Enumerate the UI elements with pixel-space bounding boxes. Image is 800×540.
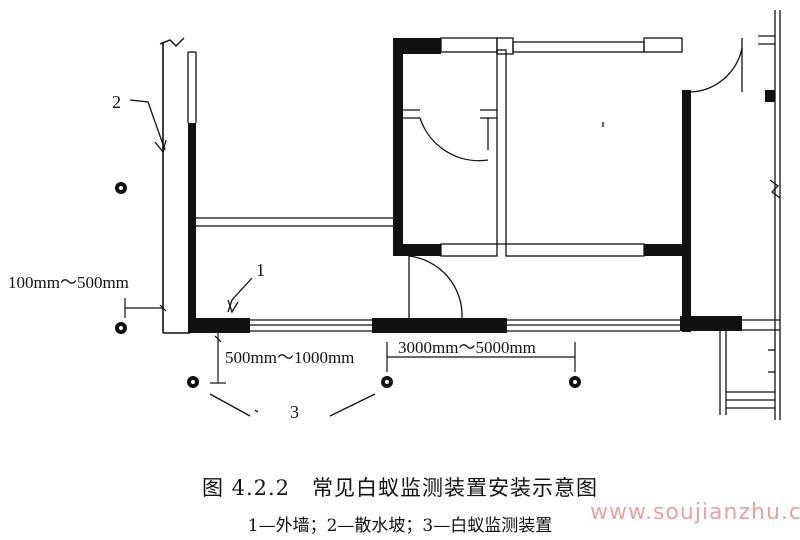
watermark: www.soujianzhu.cn: [590, 500, 800, 525]
label-3: 3: [290, 402, 299, 422]
figure-number: 图 4.2.2: [201, 476, 291, 500]
dimension-lines: [124, 298, 576, 384]
dim-slope-width: 100mm～500mm: [8, 273, 129, 292]
dim-spacing: 3000mm～5000mm: [398, 338, 536, 357]
leader-lines: [129, 99, 376, 417]
label-2: 2: [112, 92, 121, 112]
label-1: 1: [256, 260, 265, 280]
dim-wall-offset: 500mm～1000mm: [225, 348, 354, 367]
monitor-device: [115, 182, 127, 194]
floor-plan-diagram: 2 1 3 100mm～500mm 500mm～1000mm 3000mm～50…: [8, 10, 781, 422]
termite-monitor-devices: [115, 182, 581, 388]
monitor-device: [569, 376, 581, 388]
monitor-device: [187, 376, 199, 388]
monitor-device: [115, 322, 127, 334]
figure-title: 常见白蚁监测装置安装示意图: [312, 476, 599, 500]
apron-outline: [159, 37, 190, 334]
exterior-wall: [188, 38, 775, 333]
thin-walls: [187, 10, 781, 420]
monitor-device: [381, 376, 393, 388]
figure-legend: 1—外墙；2—散水坡；3—白蚁监测装置: [247, 516, 553, 536]
figure-caption: 图 4.2.2 常见白蚁监测装置安装示意图: [0, 472, 800, 502]
